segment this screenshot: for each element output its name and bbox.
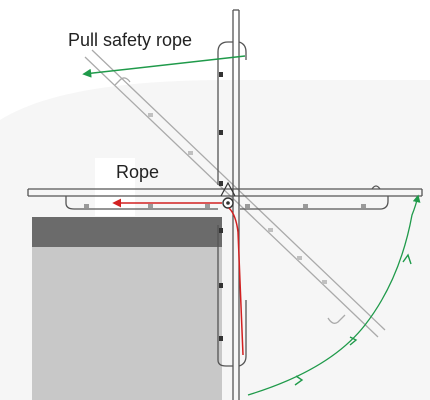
horizontal-ladder-rungs xyxy=(84,204,366,208)
pull-safety-rope-label: Pull safety rope xyxy=(68,30,193,50)
rotation-arc-arrow-2 xyxy=(349,336,358,346)
diagonal-ladder-rungs xyxy=(148,113,327,284)
vertical-ladder-rungs xyxy=(219,72,223,341)
rotation-arc-arrow-3 xyxy=(402,253,412,265)
pivot-joint xyxy=(220,181,236,209)
pull-safety-rope-arrow xyxy=(82,55,246,78)
rotation-arc-arrow-1 xyxy=(294,375,304,386)
vertical-ladder xyxy=(217,9,247,400)
rope-label: Rope xyxy=(116,162,160,182)
rotation-arc xyxy=(247,194,421,396)
wall-block xyxy=(32,247,222,400)
wall-top-band xyxy=(32,217,222,247)
rope-hanging xyxy=(228,207,244,356)
